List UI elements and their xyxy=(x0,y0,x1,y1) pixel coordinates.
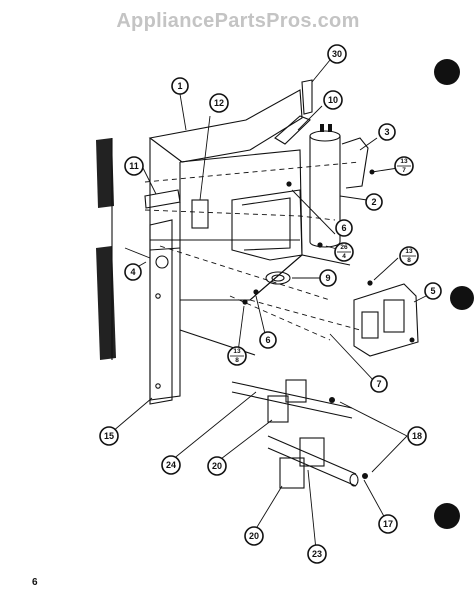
callout-5: 5 xyxy=(424,282,442,300)
svg-text:26: 26 xyxy=(340,244,348,251)
callout-13-7: 13 7 xyxy=(394,156,414,176)
watermark-text: AppliancePartsPros.com xyxy=(116,10,360,32)
registration-mark-top xyxy=(434,59,460,85)
capacitor-bracket xyxy=(341,137,399,189)
wall-section xyxy=(96,138,116,360)
callout-1: 1 xyxy=(171,77,189,95)
svg-text:4: 4 xyxy=(342,253,346,260)
terminal-block xyxy=(191,115,211,229)
callout-9: 9 xyxy=(319,269,337,287)
assembly-guides xyxy=(144,161,361,341)
svg-text:20: 20 xyxy=(249,531,259,541)
callout-24: 24 xyxy=(161,455,181,475)
callout-4: 4 xyxy=(124,263,142,281)
registration-mark-middle xyxy=(450,286,474,310)
callout-6-lower: 6 xyxy=(259,331,277,349)
capacitor xyxy=(309,124,341,248)
callout-2: 2 xyxy=(365,193,383,211)
callout-20-upper: 20 xyxy=(207,456,227,476)
callout-3: 3 xyxy=(378,123,396,141)
callout-7: 7 xyxy=(370,375,388,393)
svg-text:12: 12 xyxy=(214,98,224,108)
callout-20-lower: 20 xyxy=(244,526,264,546)
svg-text:23: 23 xyxy=(312,549,322,559)
svg-text:11: 11 xyxy=(129,161,139,171)
callout-18: 18 xyxy=(407,426,427,446)
svg-text:7: 7 xyxy=(376,379,381,389)
svg-text:24: 24 xyxy=(166,460,176,470)
callout-11: 11 xyxy=(124,156,144,176)
svg-text:2: 2 xyxy=(371,197,376,207)
fasteners xyxy=(124,181,373,305)
side-bracket xyxy=(144,189,181,209)
svg-text:8: 8 xyxy=(235,357,239,364)
svg-text:6: 6 xyxy=(341,223,346,233)
svg-text:8: 8 xyxy=(407,257,411,264)
svg-text:13: 13 xyxy=(400,158,408,165)
callout-26-4: 26 4 xyxy=(334,242,354,262)
svg-text:15: 15 xyxy=(104,431,114,441)
mounting-plate xyxy=(149,219,173,405)
callout-12: 12 xyxy=(209,93,229,113)
svg-text:13: 13 xyxy=(405,248,413,255)
svg-text:13: 13 xyxy=(233,348,241,355)
callout-23: 23 xyxy=(307,544,327,564)
svg-text:3: 3 xyxy=(384,127,389,137)
bracket-strip xyxy=(274,115,311,145)
callout-6-upper: 6 xyxy=(335,219,353,237)
valve-upper xyxy=(231,379,353,423)
callout-13-8-right: 13 8 xyxy=(399,246,419,266)
callout-15: 15 xyxy=(99,426,119,446)
callout-17: 17 xyxy=(378,514,398,534)
valve-lower xyxy=(267,435,368,489)
leader-lines xyxy=(111,59,431,551)
gear-part xyxy=(265,271,291,285)
svg-text:10: 10 xyxy=(328,95,338,105)
relay-switch xyxy=(353,283,419,357)
svg-text:4: 4 xyxy=(130,267,135,277)
svg-text:17: 17 xyxy=(383,519,393,529)
svg-text:7: 7 xyxy=(402,167,406,174)
callout-30: 30 xyxy=(327,44,347,64)
lead-strap xyxy=(301,79,313,115)
svg-text:30: 30 xyxy=(332,49,342,59)
svg-text:9: 9 xyxy=(325,273,330,283)
callout-10: 10 xyxy=(323,90,343,110)
page-number: 6 xyxy=(32,577,38,588)
chassis-bracket xyxy=(148,89,351,401)
svg-text:6: 6 xyxy=(265,335,270,345)
registration-mark-bottom xyxy=(434,503,460,529)
svg-text:5: 5 xyxy=(430,286,435,296)
svg-text:20: 20 xyxy=(212,461,222,471)
callout-13-8-left: 13 8 xyxy=(227,346,247,366)
svg-text:18: 18 xyxy=(412,431,422,441)
svg-text:1: 1 xyxy=(177,81,182,91)
